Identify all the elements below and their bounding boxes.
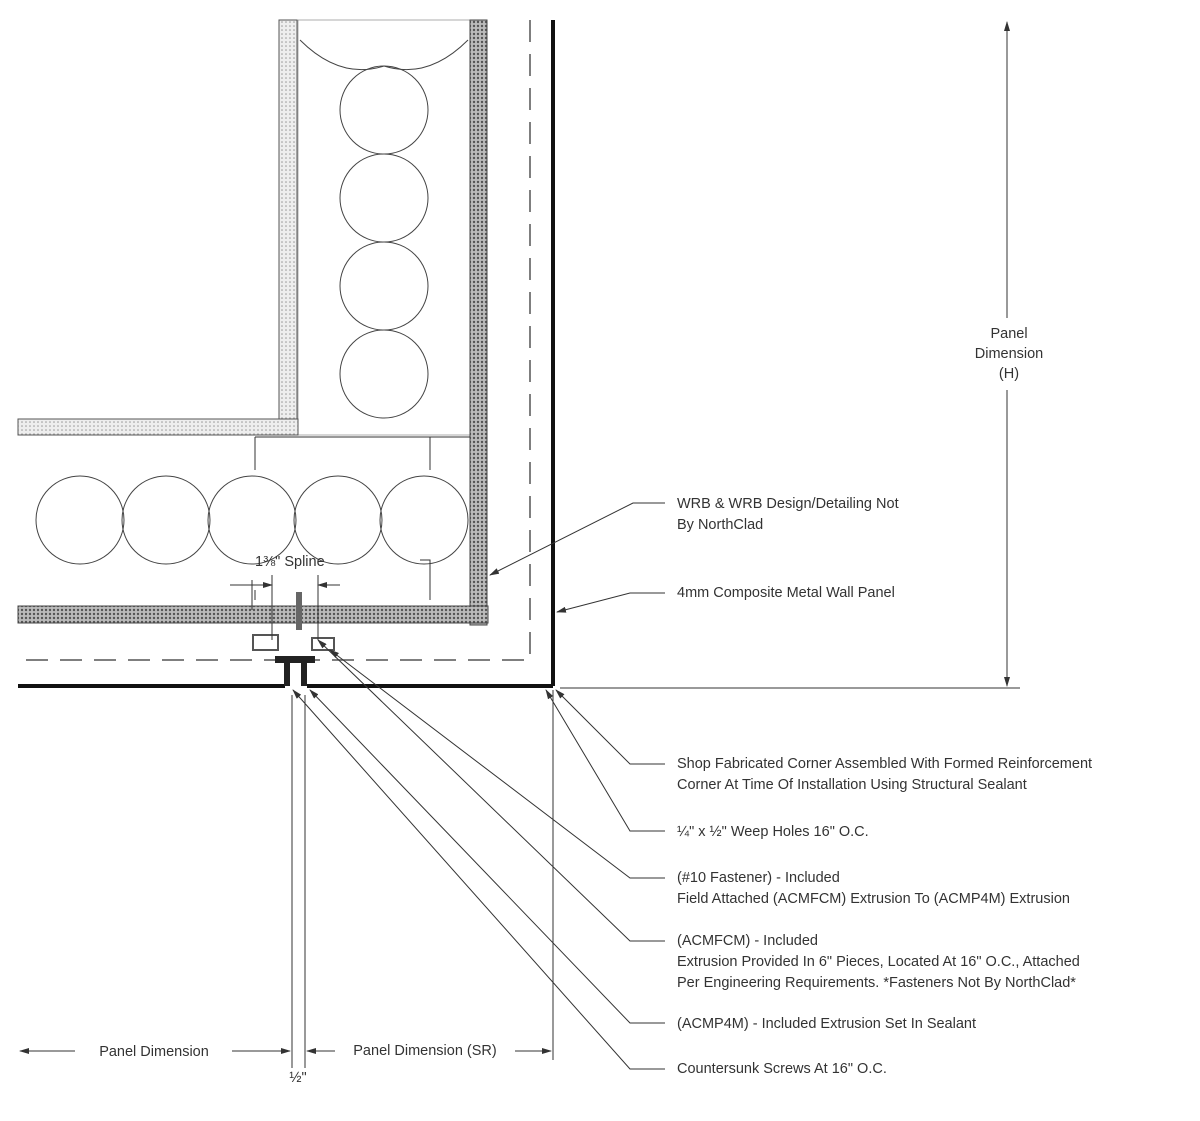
spline-label: 1⅜" Spline: [255, 554, 325, 570]
callout-corner: Shop Fabricated Corner Assembled With Fo…: [677, 756, 1092, 793]
svg-text:(#10 Fastener) - Included: (#10 Fastener) - Included: [677, 870, 840, 886]
height-dimension: Panel Dimension (H): [560, 21, 1044, 689]
callout-wrb: WRB & WRB Design/Detailing Not By NorthC…: [677, 496, 899, 533]
insulation-vertical: [299, 39, 469, 419]
callout-weep-holes: ¼" x ½" Weep Holes 16" O.C.: [677, 824, 869, 840]
sheathing-horizontal: [17, 605, 489, 624]
svg-text:WRB & WRB Design/Detailing Not: WRB & WRB Design/Detailing Not: [677, 496, 899, 512]
extrusion-assembly: [230, 575, 340, 686]
svg-text:Field Attached (ACMFCM) Extrus: Field Attached (ACMFCM) Extrusion To (AC…: [677, 891, 1070, 907]
svg-text:By NorthClad: By NorthClad: [677, 517, 763, 533]
svg-text:4mm Composite Metal Wall Panel: 4mm Composite Metal Wall Panel: [677, 585, 895, 601]
horizontal-wall: [17, 418, 489, 624]
vertical-wall: [278, 19, 488, 626]
callout-screws: Countersunk Screws At 16" O.C.: [677, 1061, 887, 1077]
svg-text:¼" x ½" Weep Holes 16" O.C.: ¼" x ½" Weep Holes 16" O.C.: [677, 824, 869, 840]
callout-acmfcm: (ACMFCM) - Included Extrusion Provided I…: [677, 933, 1080, 991]
svg-text:Per Engineering Requirements.: Per Engineering Requirements. *Fasteners…: [677, 975, 1076, 991]
leader-lines: [292, 502, 665, 1070]
callout-acmp4m: (ACMP4M) - Included Extrusion Set In Sea…: [677, 1016, 976, 1032]
svg-text:(ACMFCM) - Included: (ACMFCM) - Included: [677, 933, 818, 949]
sheathing-vertical: [469, 19, 488, 626]
insulation-horizontal: [35, 436, 470, 600]
furring-dashed-line: [18, 20, 531, 661]
panel-dimension-sr-label: Panel Dimension (SR): [353, 1043, 496, 1059]
height-label-line1: Panel: [990, 326, 1027, 342]
height-label-line2: Dimension: [975, 346, 1044, 362]
svg-text:Extrusion Provided In 6" Piece: Extrusion Provided In 6" Pieces, Located…: [677, 954, 1080, 970]
composite-metal-panel: [18, 20, 555, 688]
height-label-line3: (H): [999, 366, 1019, 382]
callout-fastener: (#10 Fastener) - Included Field Attached…: [677, 870, 1070, 907]
width-dimensions: Panel Dimension Panel Dimension (SR) ½": [19, 690, 554, 1086]
gypsum-board-vertical: [278, 19, 298, 421]
svg-text:Shop Fabricated Corner Assembl: Shop Fabricated Corner Assembled With Fo…: [677, 756, 1092, 772]
joint-gap-label: ½": [289, 1070, 306, 1086]
svg-text:Corner At Time Of Installation: Corner At Time Of Installation Using Str…: [677, 777, 1027, 793]
callout-panel: 4mm Composite Metal Wall Panel: [677, 585, 895, 601]
svg-text:(ACMP4M) - Included Extrusion: (ACMP4M) - Included Extrusion Set In Sea…: [677, 1016, 976, 1032]
gypsum-board-horizontal: [17, 418, 299, 436]
svg-text:Countersunk Screws At 16" O.C.: Countersunk Screws At 16" O.C.: [677, 1061, 887, 1077]
panel-dimension-label: Panel Dimension: [99, 1044, 209, 1060]
stud-cavity-vertical: [297, 19, 471, 436]
